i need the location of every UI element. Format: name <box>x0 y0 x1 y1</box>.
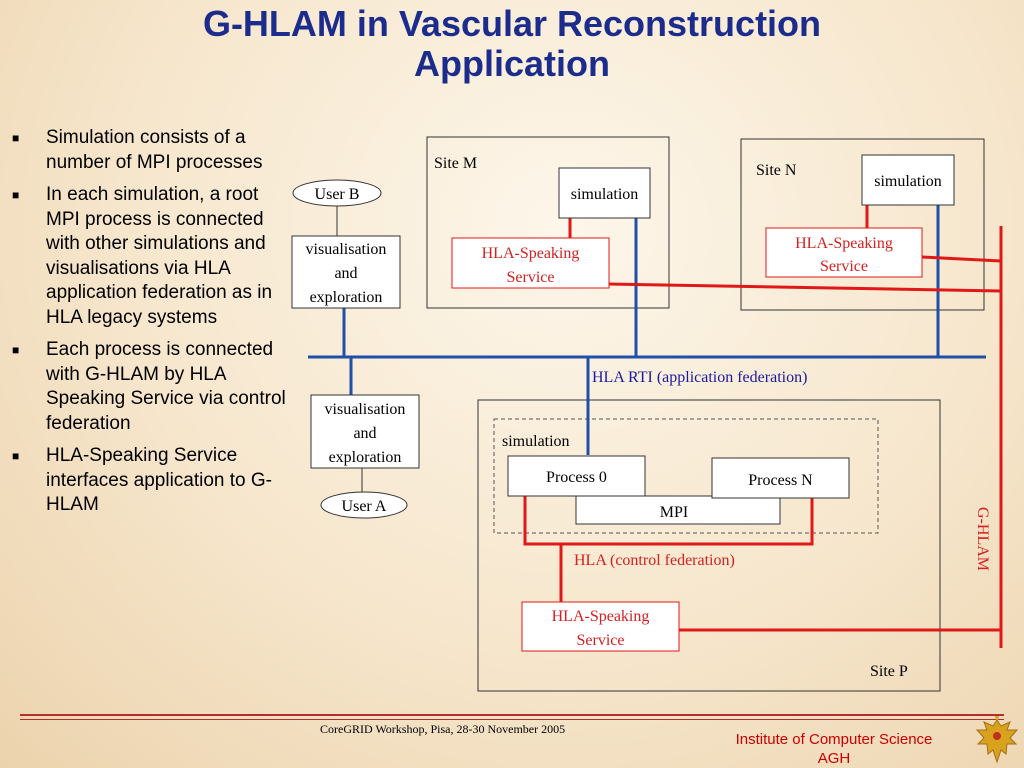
site-p-label: Site P <box>870 663 908 680</box>
bullet-marker-icon: ■ <box>12 131 20 145</box>
hla-label-n-2: Service <box>820 258 868 275</box>
hla-label-m-2: Service <box>507 269 555 286</box>
bullet-item: ■Each process is connected with G-HLAM b… <box>12 339 286 434</box>
institute-line-2: AGH <box>817 750 851 767</box>
site-n-box <box>740 138 985 311</box>
site-m-label: Site M <box>434 155 477 172</box>
vis-a-line3: exploration <box>329 449 402 466</box>
simulation-box-n <box>861 154 955 206</box>
title-line-2: Application <box>414 43 610 84</box>
vis-box-b <box>291 235 401 309</box>
vis-box-a <box>310 394 420 469</box>
workshop-caption: CoreGRID Workshop, Pisa, 28-30 November … <box>320 722 566 736</box>
process-0-label: Process 0 <box>546 469 607 486</box>
bullet-item: ■HLA-Speaking Service interfaces applica… <box>12 445 273 515</box>
vis-a-line1: visualisation <box>325 401 406 418</box>
footer-divider-top <box>20 714 1004 716</box>
bullet-item: ■Simulation consists of a number of MPI … <box>12 127 263 173</box>
hla-speaking-box-p <box>521 601 680 652</box>
slide-title: G-HLAM in Vascular Reconstruction Applic… <box>0 4 1024 84</box>
hla-control-label: HLA (control federation) <box>574 552 735 569</box>
user-a-ellipse <box>320 491 408 519</box>
footer-divider-bottom <box>20 719 1004 720</box>
simulation-label-m: simulation <box>571 186 639 203</box>
red-link-site-m <box>607 282 1002 293</box>
institute-line-1: Institute of Computer Science <box>735 731 933 748</box>
mpi-label: MPI <box>660 504 688 521</box>
vis-b-line3: exploration <box>310 289 383 306</box>
ghlam-label: G-HLAM <box>974 507 991 571</box>
vis-b-line2: and <box>334 265 357 282</box>
vis-b-line1: visualisation <box>306 241 387 258</box>
bullet-marker-icon: ■ <box>12 188 20 202</box>
bullet-list: ■Simulation consists of a number of MPI … <box>10 126 288 526</box>
hla-rti-label: HLA RTI (application federation) <box>592 369 807 386</box>
title-line-1: G-HLAM in Vascular Reconstruction <box>202 3 822 44</box>
hla-speaking-box-n <box>765 227 923 278</box>
user-a-label: User A <box>342 498 387 515</box>
hla-label-n-1: HLA-Speaking <box>795 235 893 252</box>
simulation-label-p: simulation <box>502 433 570 450</box>
bullet-marker-icon: ■ <box>12 343 20 357</box>
process-n-label: Process N <box>748 472 813 489</box>
mpi-box <box>575 495 781 525</box>
user-b-ellipse <box>292 179 382 207</box>
bullet-item: ■In each simulation, a root MPI process … <box>12 184 273 328</box>
eagle-emblem-icon <box>975 716 1019 764</box>
red-link-processes <box>523 496 814 546</box>
simulation-label-n: simulation <box>874 173 942 190</box>
simulation-dashed-box <box>493 418 879 534</box>
red-link-site-n <box>921 255 1002 263</box>
hla-label-m-1: HLA-Speaking <box>482 245 580 262</box>
process-0-box <box>507 455 646 497</box>
institute-name: Institute of Computer Science AGH <box>704 730 964 768</box>
simulation-box-m <box>558 167 651 219</box>
bullet-marker-icon: ■ <box>12 449 20 463</box>
hla-speaking-box-m <box>451 237 610 289</box>
vis-a-line2: and <box>353 425 376 442</box>
hla-label-p-2: Service <box>577 632 625 649</box>
site-p-box <box>477 399 941 692</box>
user-b-label: User B <box>315 186 360 203</box>
site-n-label: Site N <box>756 162 797 179</box>
process-n-box <box>711 457 850 499</box>
hla-label-p-1: HLA-Speaking <box>552 608 650 625</box>
site-m-box <box>426 136 670 309</box>
